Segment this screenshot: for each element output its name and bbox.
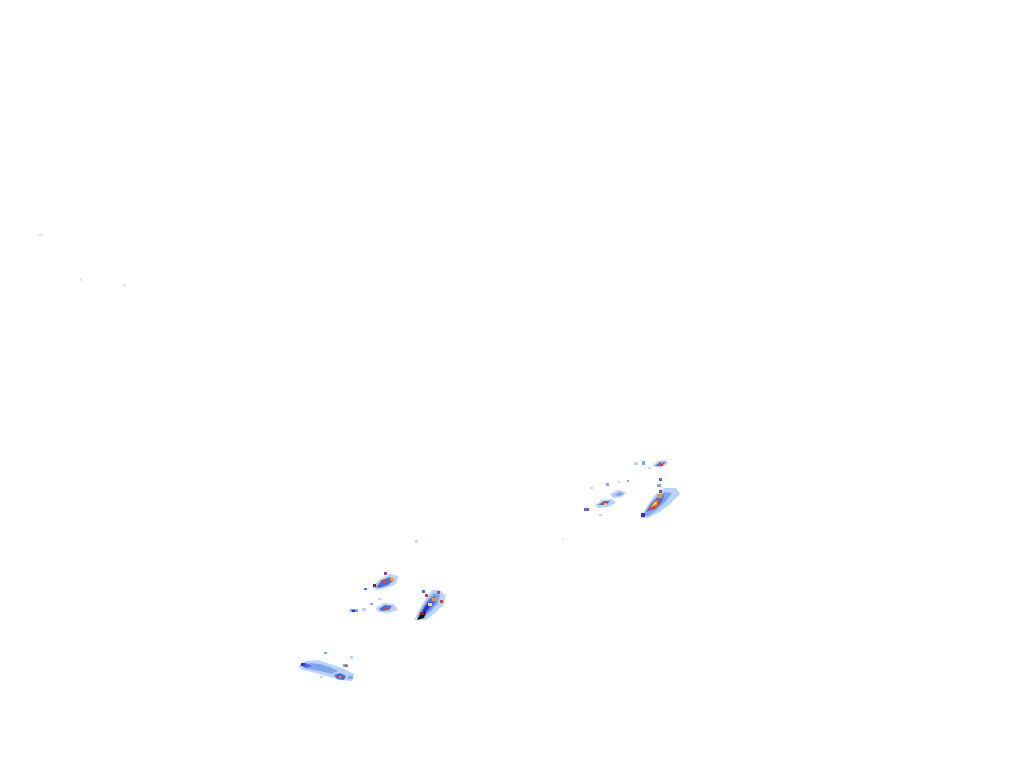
storm-cell-southwest [298, 652, 354, 681]
storm-cell-east [584, 460, 680, 518]
storm-cell-central [350, 572, 446, 620]
faint-speckles [38, 234, 564, 543]
